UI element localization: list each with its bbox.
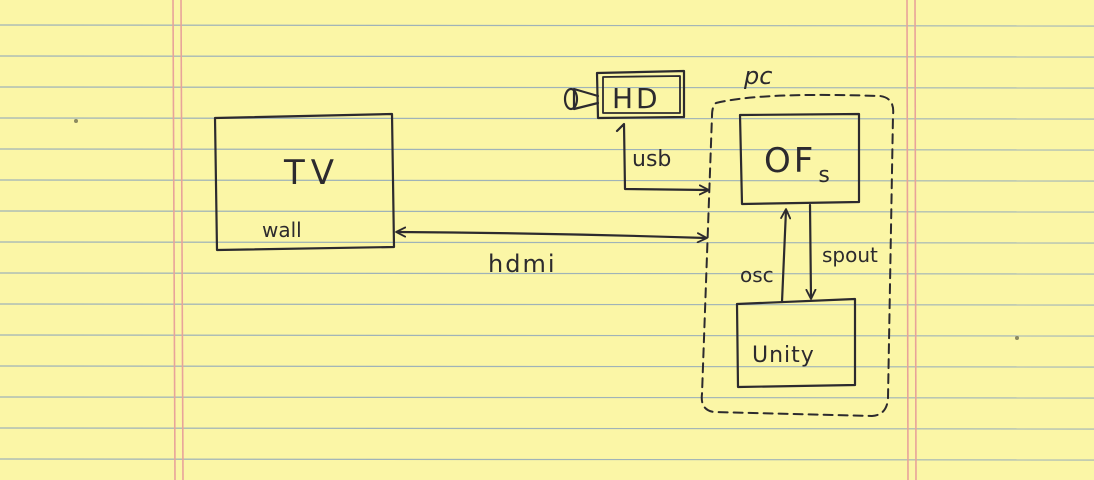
rule-line [0, 241, 1094, 244]
rule-line [0, 303, 1094, 306]
hd-node: HD [563, 69, 686, 120]
rule-line [0, 86, 1094, 89]
rule-line [0, 365, 1094, 368]
unity-title: Unity [752, 343, 815, 368]
usb-label: usb [632, 147, 671, 172]
rule-line [0, 427, 1094, 430]
tv-title: TV [283, 153, 340, 193]
rule-line [0, 210, 1094, 213]
rule-line [0, 458, 1094, 461]
paper-speck [74, 119, 78, 123]
ruled-lines [0, 24, 1094, 461]
rule-line [0, 55, 1094, 58]
unity-node: Unity [735, 297, 857, 389]
rule-line [0, 179, 1094, 182]
rule-line [0, 117, 1094, 120]
pc-label: pc [743, 62, 772, 90]
usb-edge: usb [615, 122, 710, 196]
rule-line [0, 334, 1094, 337]
hdmi-edge: hdmi [395, 226, 708, 278]
spout-edge: spout [805, 203, 878, 300]
spout-label: spout [822, 243, 878, 267]
tv-subtitle: wall [262, 218, 302, 242]
camera-lens-icon [563, 87, 600, 111]
osc-edge: osc [740, 208, 792, 304]
ofs-node: OFs [738, 112, 861, 206]
paper-speck [1015, 336, 1019, 340]
hd-title: HD [612, 82, 661, 115]
margin-lines [172, 0, 917, 480]
tv-node: TV wall [213, 112, 396, 252]
ofs-title: OFs [764, 141, 833, 188]
rule-line [0, 24, 1094, 27]
hdmi-label: hdmi [488, 250, 557, 278]
rule-line [0, 396, 1094, 399]
rule-line [0, 148, 1094, 151]
osc-label: osc [740, 263, 774, 287]
pc-group: pc [700, 62, 895, 418]
